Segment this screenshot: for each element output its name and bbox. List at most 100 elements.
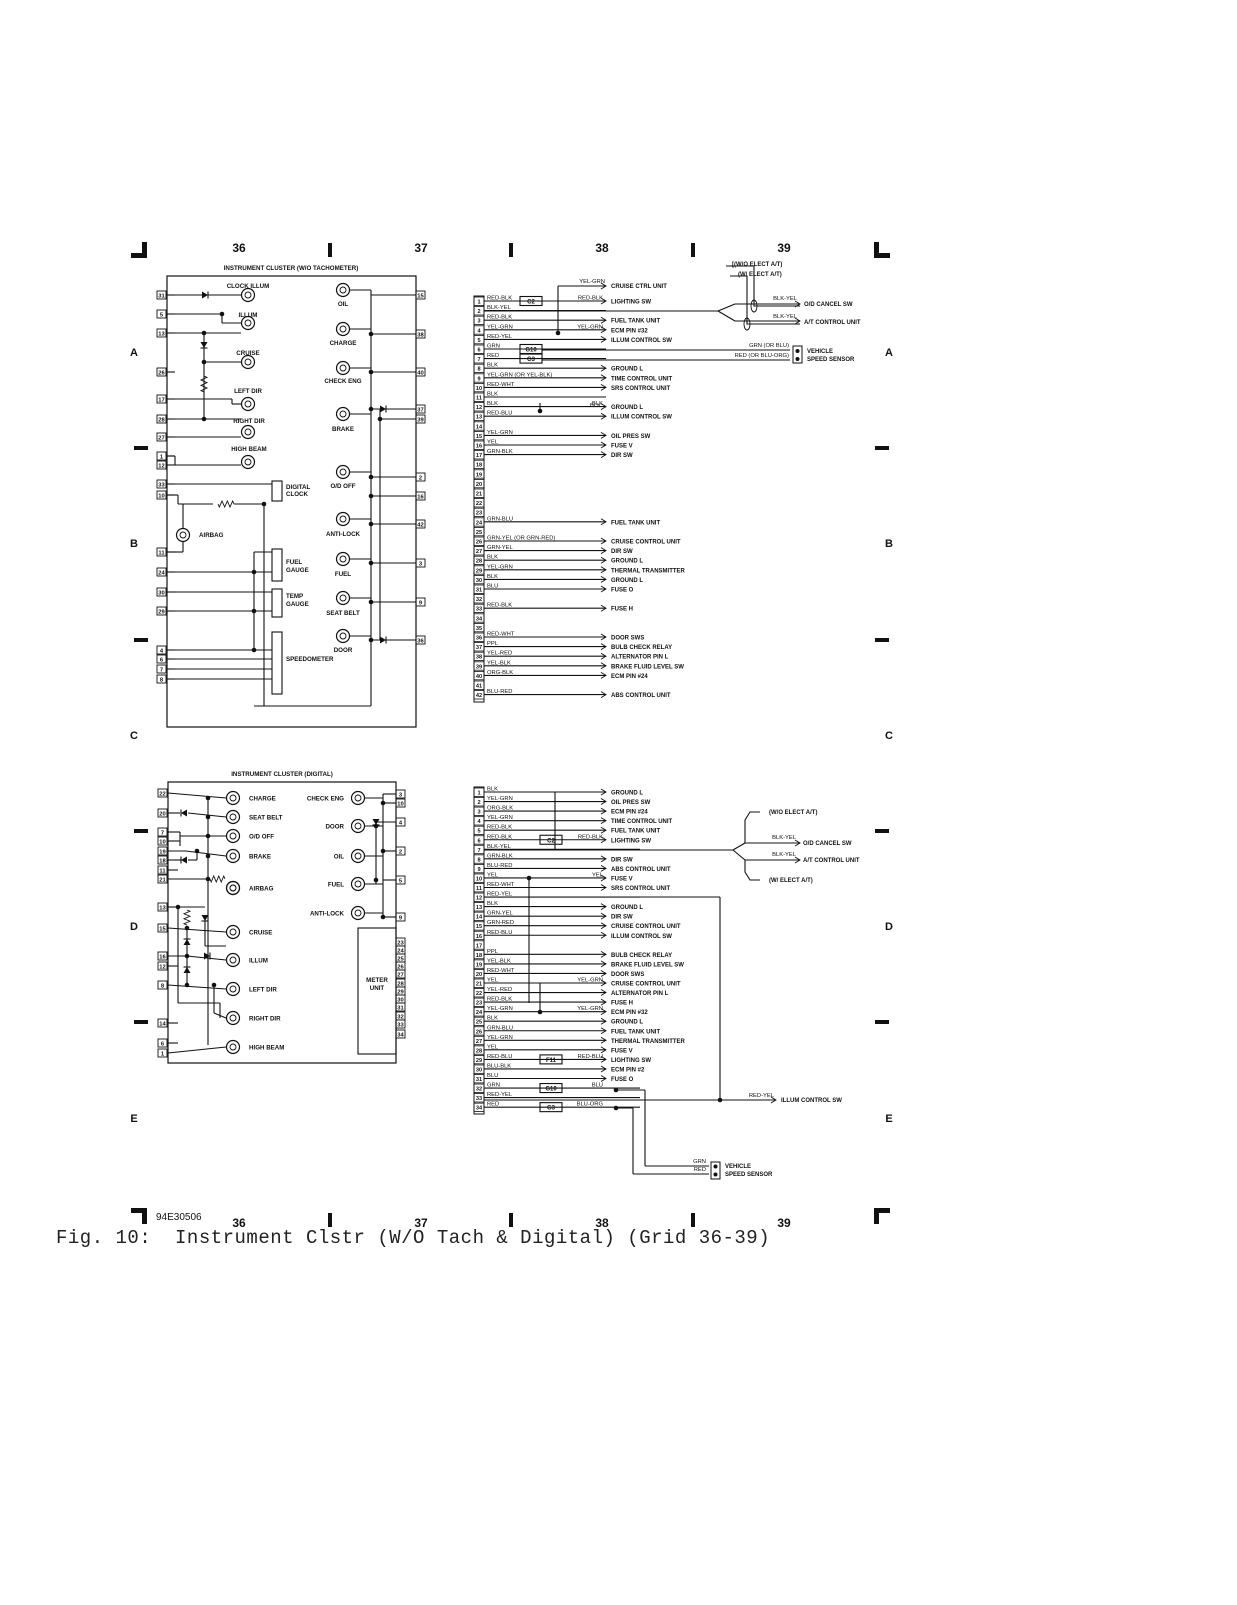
connector-pin-number: 26 [476,1029,482,1035]
wire-end-arrow [600,865,607,872]
airbag-lamp-bulb-icon [225,880,241,896]
connector-pin-number: 33 [476,1096,482,1102]
cluster-left-pin-number: 10 [158,493,164,499]
splice-dot [368,599,374,605]
bulb-outer [335,511,351,527]
cruise-resistor-icon [199,375,209,393]
destination-label: DIR SW [611,915,633,921]
destination-label: DIR SW [611,549,633,555]
cluster-right-pin-number: 16 [417,494,424,500]
cluster-left-pin [156,567,167,577]
wire-end-arrow [794,839,801,847]
cluster-left-pin-number: 11 [158,550,165,556]
bulb-filament [229,884,237,892]
connector-pin-number: 12 [476,405,482,411]
cluster-right-pin-number: 39 [417,417,424,423]
destination-label: FUSE H [611,1001,633,1007]
cluster-left-pin-number: 8 [160,677,164,683]
wire-end-arrow [794,317,801,325]
destination-label: ECM PIN #32 [611,1010,648,1016]
wire [732,842,746,851]
component-label: HIGH BEAM [249,1045,284,1052]
grid-column-label: 39 [777,241,791,255]
cluster-right-pin-number: 26 [397,964,404,970]
connector-pin-number: 16 [476,934,482,940]
splice-dot [368,406,374,412]
connector-pin-number: 17 [476,453,482,459]
component-label: AIRBAG [199,532,224,539]
inline-connector-label: G10 [545,1087,557,1093]
wire-end-arrow [600,364,607,372]
cluster-right-pin-number: 28 [397,981,404,987]
cluster-left-pin [157,846,168,856]
cluster-left-pin [156,490,167,500]
cluster-left-pin-number: 8 [161,983,165,989]
bulb-filament [229,928,237,936]
bulb-outer [335,321,351,337]
option-label: (W/ ELECT A/T) [738,272,782,278]
bulb-filament [229,813,237,821]
wire-color-label: RED-BLK [487,315,512,321]
inline-connector-label: C2 [527,300,535,306]
grid-tick [875,1020,889,1024]
grid-row-label: A [885,347,893,359]
inline-connector [519,295,543,307]
wire-end-arrow [600,585,607,593]
splice-dot [537,408,543,414]
connector-pin-number: 27 [476,1039,482,1045]
grid-tick [875,638,889,642]
component-label: BRAKE [332,426,354,433]
wire-color-label: PPL [487,641,499,647]
connector-pin-number: 28 [476,559,482,565]
connector-pin-number: 1 [477,300,480,306]
splice-dot [373,823,379,829]
connector-pin-number: 18 [476,463,482,469]
bulb-outer [350,790,366,806]
wire-color-label: RED-WHT [487,882,515,888]
grid-row-label: B [885,538,893,550]
wire-color-label: BLK [487,1016,498,1022]
bulb-filament [339,555,347,563]
grid-tick [134,1020,148,1024]
cluster-left-pin [156,479,167,489]
destination-label: ECM PIN #2 [611,1067,645,1073]
component-label: UNIT [370,985,385,992]
illum-bulb-icon [225,952,241,968]
connector-pin-number: 26 [476,540,482,546]
component-label: BRAKE [249,854,271,861]
component-label: RIGHT DIR [249,1016,281,1023]
destination-label: BULB CHECK RELAY [611,645,672,651]
connector-pin-number: 2 [477,800,480,806]
wire-end-arrow [600,922,607,930]
wire-od-cancel [726,265,800,307]
wire-color-label: BLK [487,901,498,907]
destination-label: ILLUM CONTROL SW [611,415,672,421]
grid-column-label: 38 [595,1216,609,1230]
connector-pin-number: 34 [476,616,483,622]
wire-color-label: BLK [590,403,601,409]
cluster-left-pin [157,951,168,961]
grid-row-label: E [130,1113,137,1125]
cluster-left-pin [157,980,168,990]
connector-pin-number: 30 [476,1067,482,1073]
cluster-left-pin [157,808,168,818]
destination-label: A/T CONTROL UNIT [804,320,861,326]
cluster-right-pin-number: 9 [419,600,423,606]
wire-end-arrow [600,316,607,324]
grid-tick [134,829,148,833]
destination-label: GROUND L [611,367,643,373]
wire-color-label: YEL-GRN (OR YEL-BLK) [487,372,552,378]
destination-label: FUEL TANK UNIT [611,520,660,526]
check-eng-bulb-icon [350,790,366,806]
destination-label: FUEL TANK UNIT [611,319,660,325]
wire-end-arrow [600,556,607,564]
corner-bar [874,242,879,258]
destination-label: ECM PIN #24 [611,674,648,680]
component-label: SPEEDOMETER [286,656,334,663]
cluster-left-pin [157,923,168,933]
bulb-outer [225,828,241,844]
cluster-right-pin-number: 34 [397,1032,404,1038]
wire-end-arrow [600,1065,607,1073]
bulb-filament [244,428,252,436]
